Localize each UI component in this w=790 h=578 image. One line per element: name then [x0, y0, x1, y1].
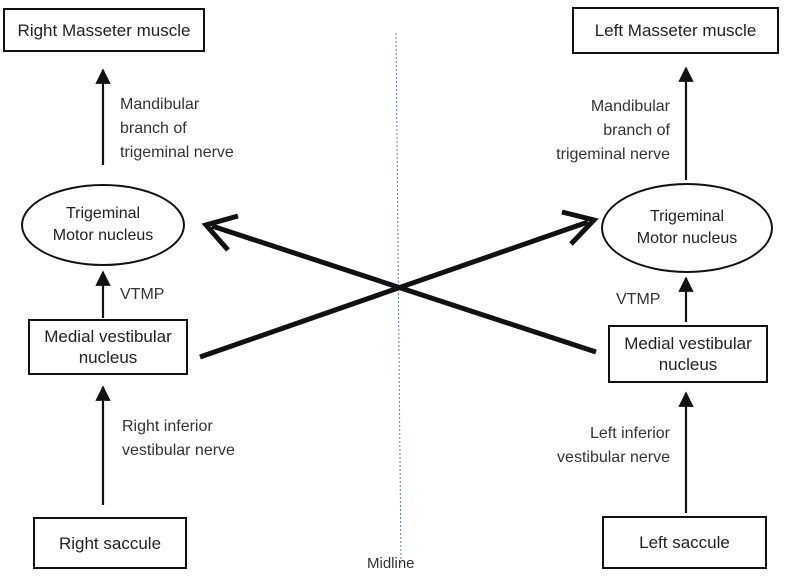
- left-medial-vestibular-nucleus: Medial vestibular nucleus: [608, 325, 768, 383]
- left-mandibular-label: Mandibular branch of trigeminal nerve: [556, 98, 670, 163]
- left-saccule-box: Left saccule: [602, 516, 767, 569]
- left-trigeminal-motor-nucleus: Trigeminal Motor nucleus: [601, 183, 773, 273]
- right-mandibular-label: Mandibular branch of trigeminal nerve: [120, 96, 234, 161]
- left-masseter-box: Left Masseter muscle: [572, 7, 779, 54]
- right-inferior-nerve-label: Right inferior vestibular nerve: [122, 418, 235, 459]
- right-medial-vestibular-nucleus: Medial vestibular nucleus: [28, 319, 188, 375]
- left-vestibular-to-right-trigeminal-arrow: [211, 223, 597, 355]
- right-vestibular-to-left-trigeminal-arrow: [199, 219, 589, 360]
- left-vtmp-label: VTMP: [616, 291, 661, 308]
- left-vestibular-to-right-trigeminal-arrowhead: [201, 213, 239, 252]
- left-inferior-nerve-label: Left inferior vestibular nerve: [557, 425, 670, 466]
- right-vtmp-label: VTMP: [120, 286, 165, 303]
- midline-label: Midline: [367, 555, 415, 572]
- right-masseter-box: Right Masseter muscle: [3, 8, 205, 52]
- right-trigeminal-motor-nucleus: Trigeminal Motor nucleus: [21, 184, 185, 266]
- right-saccule-box: Right saccule: [33, 517, 187, 569]
- midline-line: [395, 32, 402, 566]
- right-vestibular-to-left-trigeminal-arrowhead: [561, 209, 599, 246]
